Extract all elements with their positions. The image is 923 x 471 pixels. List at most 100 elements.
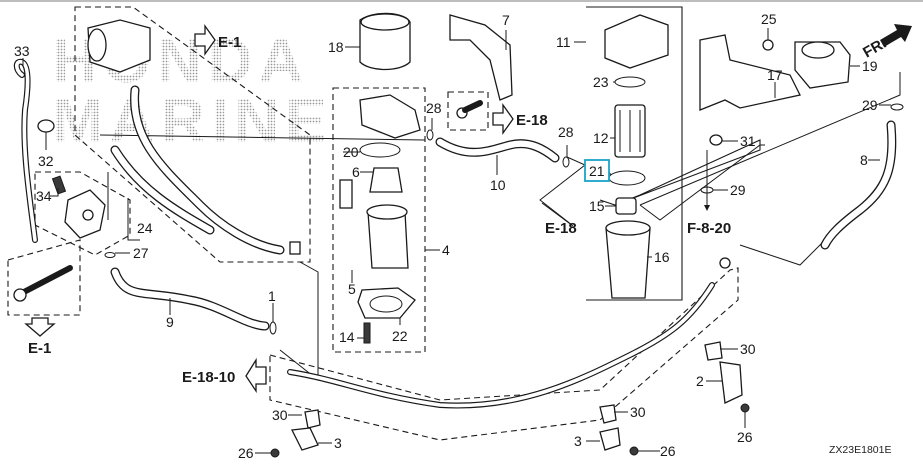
callout-6[interactable]: 6 [352,164,360,180]
filter-cup-16 [605,227,651,299]
section-ref-e18-bolt[interactable]: E-18 [516,112,548,129]
callout-30c[interactable]: 30 [740,341,756,357]
callout-1[interactable]: 1 [268,288,276,304]
section-ref-f8-20[interactable]: F-8-20 [687,220,731,237]
clip-28a [426,129,434,141]
callout-11[interactable]: 11 [556,34,571,50]
bolt-26b [629,446,639,456]
grommet-31 [709,134,723,146]
callout-3a[interactable]: 3 [334,435,342,451]
callout-25[interactable]: 25 [761,11,777,27]
watermark-line2: MARINE [52,87,333,156]
arrow-down-icon [24,317,56,337]
callout-29a[interactable]: 29 [862,97,878,113]
arrow-left-icon [245,357,267,394]
nut-15 [615,197,637,215]
bracket-17 [699,34,801,111]
callout-30b[interactable]: 30 [630,404,646,420]
callout-27[interactable]: 27 [133,245,149,261]
grommet-30a [304,409,321,429]
callout-33[interactable]: 33 [14,43,30,59]
section-ref-e1-bottom[interactable]: E-1 [28,340,51,357]
section-ref-e18-10[interactable]: E-18-10 [182,369,235,386]
gasket-22 [357,287,416,319]
callout-24[interactable]: 24 [137,220,153,236]
o-ring-21 [608,170,646,186]
callout-19[interactable]: 19 [862,58,878,74]
cap-6 [369,167,403,193]
callout-15[interactable]: 15 [589,198,605,214]
callout-4[interactable]: 4 [442,242,450,258]
callout-18[interactable]: 18 [328,39,344,55]
routing-line-hose8 [739,234,831,266]
callout-26c[interactable]: 26 [737,429,753,445]
routing-line-e18 [539,156,586,226]
watermark: HONDA MARINE [52,27,333,156]
callout-5[interactable]: 5 [348,281,356,297]
callout-26b[interactable]: 26 [660,443,676,459]
spring-34 [51,175,67,195]
callout-7[interactable]: 7 [502,12,510,28]
components [13,12,904,458]
section-ref-e1-top[interactable]: E-1 [218,34,241,51]
routing-line [639,144,765,221]
clip-29a [890,103,904,111]
pump-body [367,211,409,269]
filter-head-11 [604,14,669,69]
bracket-7 [449,14,513,101]
bolt-long [19,265,73,296]
callout-21[interactable]: 21 [589,163,605,179]
highlight-box-21 [584,159,610,182]
callout-8[interactable]: 8 [860,152,868,168]
callout-17[interactable]: 17 [767,67,783,83]
bracket-2 [719,361,743,404]
bracket-3b [599,427,621,451]
clip-27 [104,252,116,258]
callout-leaders [22,28,891,454]
callout-10[interactable]: 10 [490,177,506,193]
o-ring-20 [359,142,401,158]
callout-31[interactable]: 31 [740,133,756,149]
clip-hose-end [289,241,301,255]
callout-23[interactable]: 23 [593,74,609,90]
callout-16[interactable]: 16 [654,249,670,265]
callout-28a[interactable]: 28 [426,100,442,116]
connector [339,179,353,209]
bolt-outline [7,239,81,316]
bolt-box-outline [447,91,489,131]
clip-1 [269,321,277,335]
hoses [13,58,897,409]
pump-head [359,94,421,139]
grommet-30c [704,341,723,361]
bolt-25 [762,39,774,51]
callout-30a[interactable]: 30 [272,407,288,423]
callout-14[interactable]: 14 [339,329,355,345]
callout-28b[interactable]: 28 [558,124,574,140]
o-ring-23 [614,76,646,88]
callouts: 33 32 34 24 27 9 1 18 20 6 4 5 22 14 28 … [14,11,878,461]
callout-3b[interactable]: 3 [574,433,582,449]
callout-9[interactable]: 9 [166,314,174,330]
callout-26a[interactable]: 26 [238,445,254,461]
section-ref-e18-hose[interactable]: E-18 [545,220,577,237]
fuel-filter-assembly-box [586,6,683,301]
grommet-32 [37,119,55,133]
callout-22[interactable]: 22 [392,328,408,344]
callout-2[interactable]: 2 [696,373,704,389]
routing-line [279,261,319,382]
top-border [0,0,923,2]
grommet-30b [599,404,617,424]
callout-12[interactable]: 12 [593,130,609,146]
vapor-separator-hose-outline [74,6,311,263]
callout-32[interactable]: 32 [38,153,54,169]
front-direction-arrow-icon [880,24,912,47]
section-ref-arrows [24,23,912,394]
fuel-pipe-outline [269,267,739,441]
callout-34[interactable]: 34 [36,188,52,204]
clip-pipe-end [719,257,731,269]
callout-20[interactable]: 20 [343,144,359,160]
callout-29b[interactable]: 29 [730,182,746,198]
section-references: E-1 E-1 E-18 E-18 E-18-10 F-8-20 [28,34,731,386]
arrow-right-icon [492,102,514,136]
